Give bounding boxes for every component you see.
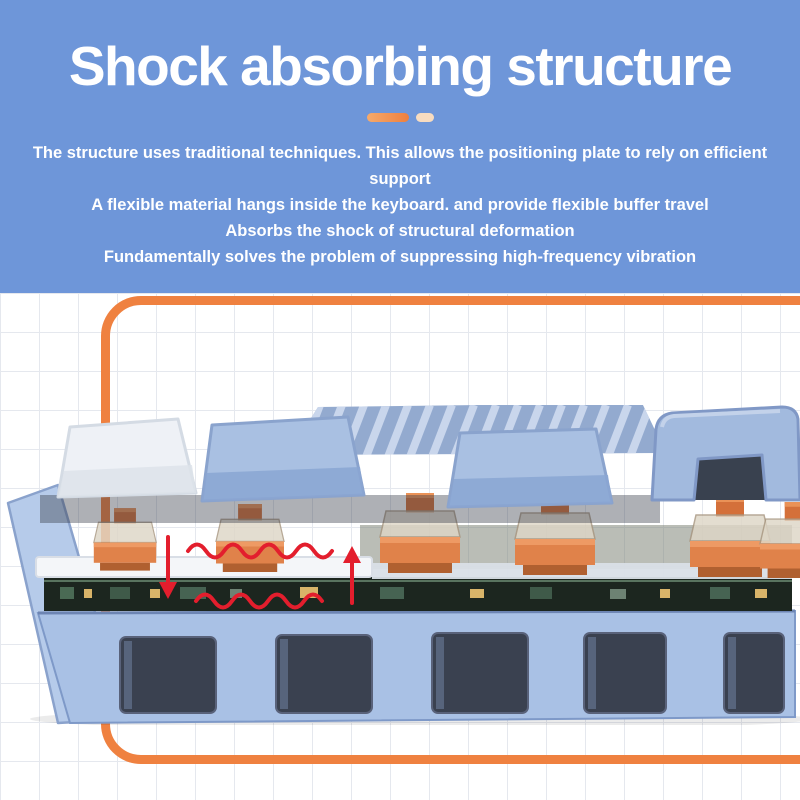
keyboard-cutaway-illustration [6, 405, 800, 725]
up-arrow-icon [343, 546, 361, 605]
keycap-blue-2 [446, 427, 614, 509]
underline-dash-primary [366, 113, 409, 122]
hero-section: Shock absorbing structure The structure … [0, 0, 800, 293]
title-underline [0, 113, 800, 122]
case-pockets [119, 632, 785, 714]
description-line-2: A flexible material hangs inside the key… [91, 196, 709, 214]
keycap-blue-1 [200, 415, 366, 503]
page-title: Shock absorbing structure [68, 35, 733, 97]
vibration-annotations [159, 535, 361, 610]
case-body [36, 609, 796, 725]
vibration-wave-upper [186, 542, 334, 560]
description-line-4: Fundamentally solves the problem of supp… [103, 248, 697, 266]
underline-dash-secondary [415, 113, 434, 122]
pcb-layer [44, 577, 792, 611]
description-line-3: Absorbs the shock of structural deformat… [225, 222, 575, 240]
case-arch-cross-section [650, 405, 800, 502]
plate-flexible-white [35, 556, 373, 578]
description-block: The structure uses traditional technique… [0, 140, 800, 270]
vibration-wave-lower [194, 592, 324, 610]
figure-section [0, 293, 800, 800]
down-arrow-icon [159, 535, 177, 599]
keycap-white [56, 417, 198, 499]
description-line-1: The structure uses traditional technique… [32, 144, 768, 188]
